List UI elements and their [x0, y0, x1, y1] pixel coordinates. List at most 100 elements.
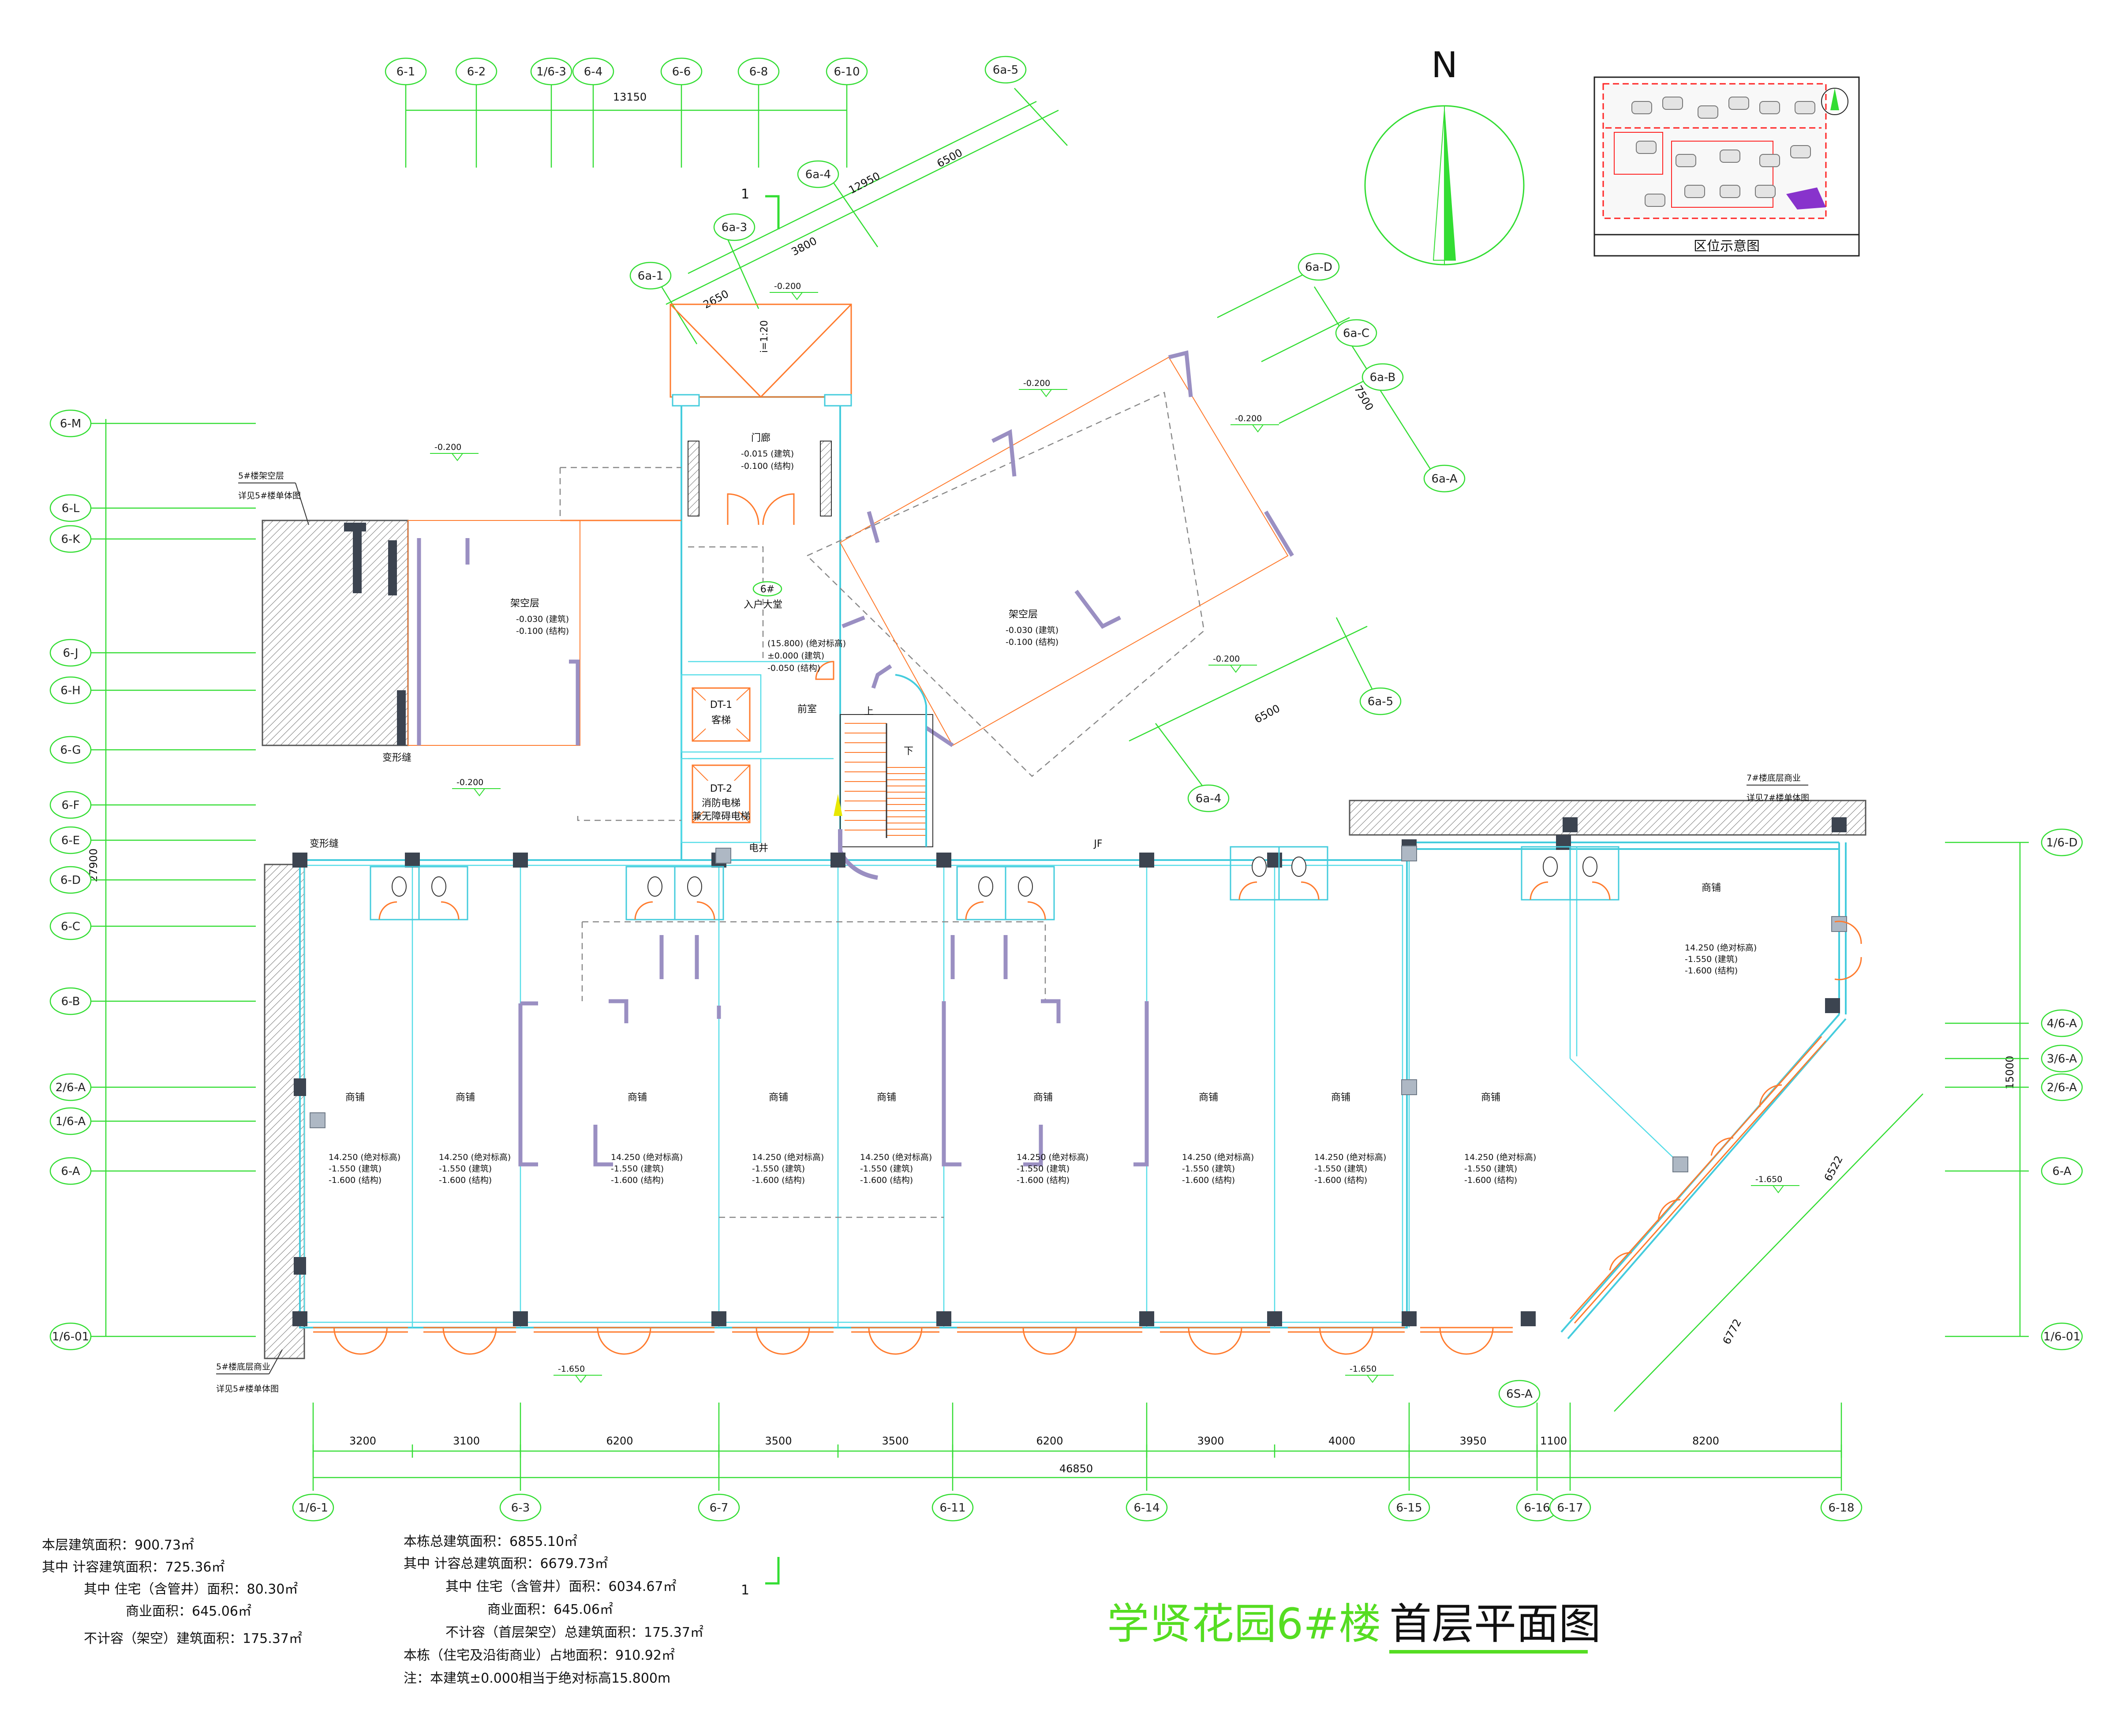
- shop-elev-4-0: 14.250 (绝对标高): [860, 1152, 932, 1162]
- gate-elev-1: -0.015 (建筑): [741, 449, 794, 459]
- axis-bubble-right-3: 2/6-A: [2041, 1073, 2083, 1101]
- axis-bubble-left-0-label: 6-M: [60, 417, 81, 430]
- bottom-dim-6: 3900: [1197, 1435, 1224, 1447]
- jf-label: JF: [1093, 838, 1102, 849]
- joint-label-mid: 变形缝: [310, 838, 339, 849]
- axis-bubble-bottom-3-label: 6-11: [939, 1501, 965, 1515]
- section-mark-top: 1: [741, 187, 749, 202]
- north-arrow: N: [1364, 45, 1525, 266]
- level-mark-4: -0.200: [774, 281, 801, 291]
- shop-label-9: 商铺: [1702, 883, 1721, 894]
- stat-left-4: 商业面积：645.06㎡: [126, 1604, 251, 1619]
- shop-label-3: 商铺: [769, 1092, 788, 1103]
- diag-dim-3800: 3800: [789, 235, 819, 258]
- stat-right-4: 商业面积：645.06㎡: [487, 1602, 613, 1617]
- axis-bubble-diag-10: 6S-A: [1498, 1380, 1541, 1408]
- dt2-name-1: 消防电梯: [702, 798, 741, 809]
- shop-label-8: 商铺: [1481, 1092, 1500, 1103]
- axis-bubble-diag-7-label: 6a-A: [1431, 472, 1457, 486]
- axis-bubble-left-11: 2/6-A: [49, 1073, 92, 1101]
- shop-elev-6-2: -1.600 (结构): [1182, 1175, 1235, 1185]
- lobby-label: 入户大堂: [744, 599, 782, 610]
- bottom-dim-8: 3950: [1459, 1435, 1486, 1447]
- bottom-dim-1: 3100: [453, 1435, 480, 1447]
- axis-bubble-bottom-3: 6-11: [931, 1493, 974, 1522]
- axis-bubble-bottom-2-label: 6-7: [710, 1501, 728, 1515]
- axis-bubble-right-1: 4/6-A: [2041, 1009, 2083, 1037]
- diag-dim-12950: 12950: [847, 170, 883, 197]
- shop-elev-4-2: -1.600 (结构): [860, 1175, 913, 1185]
- shop-elev-7-1: -1.550 (建筑): [1314, 1164, 1367, 1174]
- axis-bubble-left-13-label: 6-A: [61, 1165, 80, 1178]
- bottom-dim-5: 6200: [1036, 1435, 1063, 1447]
- level-mark-8: -1.650: [1755, 1175, 1782, 1184]
- shop-elev-0-1: -1.550 (建筑): [329, 1164, 382, 1174]
- shop-elev-0-0: 14.250 (绝对标高): [329, 1152, 400, 1162]
- shop-elev-8-0: 14.250 (绝对标高): [1464, 1152, 1536, 1162]
- axis-bubble-bottom-7-label: 6-17: [1557, 1501, 1583, 1515]
- diagonal-facade-doors: [1569, 920, 1862, 1324]
- diag-dim-2650: 2650: [701, 288, 731, 311]
- shop-label-7: 商铺: [1331, 1092, 1350, 1103]
- axis-bubble-left-9: 6-C: [49, 912, 92, 940]
- axis-bubble-left-4-label: 6-H: [60, 684, 80, 697]
- shop-elev-2-2: -1.600 (结构): [611, 1175, 664, 1185]
- gate-elev-2: -0.100 (结构): [741, 461, 794, 471]
- title-drawing: 首层平面图: [1389, 1599, 1601, 1649]
- axis-bubble-left-6-label: 6-F: [62, 799, 80, 812]
- axis-bubble-left-5: 6-G: [49, 736, 92, 764]
- front-room-label: 前室: [797, 704, 817, 715]
- axis-bubble-bottom-4-label: 6-14: [1133, 1501, 1159, 1515]
- b5-bot-note-1: 5#楼底层商业: [216, 1362, 270, 1372]
- axis-bubble-top-1: 6-2: [455, 57, 497, 86]
- axis-bubble-right-4-label: 6-A: [2052, 1165, 2071, 1178]
- stilt-left-label: 架空层: [510, 598, 539, 609]
- level-mark-2: -0.200: [1235, 414, 1262, 423]
- shop-elev-5-1: -1.550 (建筑): [1017, 1164, 1070, 1174]
- shop-elev-9-0: 14.250 (绝对标高): [1685, 943, 1757, 953]
- north-label: N: [1431, 45, 1458, 86]
- axis-bubble-left-8: 6-D: [49, 866, 92, 894]
- axis-bubble-diag-3: 6a-1: [629, 262, 672, 290]
- shop-elev-8-1: -1.550 (建筑): [1464, 1164, 1517, 1174]
- axis-bubble-left-5-label: 6-G: [60, 744, 81, 757]
- axis-bubble-right-1-label: 4/6-A: [2047, 1017, 2077, 1030]
- elec-shaft-label: 电井: [749, 843, 768, 854]
- diag-dim-6500b: 6500: [1253, 702, 1282, 726]
- diagonal-axes: 12950 6500 3800 2650 7500 6500 6a-56a-46…: [629, 56, 1923, 1412]
- shop-elev-1-2: -1.600 (结构): [439, 1175, 492, 1185]
- axis-bubble-left-6: 6-F: [49, 791, 92, 819]
- level-mark-6: -1.650: [558, 1364, 585, 1374]
- axis-bubble-right-0: 1/6-D: [2041, 828, 2083, 857]
- level-mark-0: -0.200: [434, 442, 461, 452]
- axis-bubble-top-3: 6-4: [572, 57, 614, 86]
- level-marks: -0.200-0.200-0.200-0.200-0.200-0.200-1.6…: [430, 281, 1799, 1383]
- lobby-tag: 6#: [760, 584, 774, 595]
- axis-bubble-left-14-label: 1/6-01: [52, 1330, 89, 1343]
- axis-bubble-right-4: 6-A: [2041, 1157, 2083, 1185]
- stilt-left-elev-2: -0.100 (结构): [516, 626, 569, 636]
- right-axis-group: 15000 1/6-D4/6-A3/6-A2/6-A6-A1/6-01: [1945, 828, 2083, 1351]
- axis-bubble-top-1-label: 6-2: [467, 65, 486, 79]
- stilt-right-elev-2: -0.100 (结构): [1006, 637, 1058, 647]
- stat-left-1: 本层建筑面积：900.73㎡: [42, 1538, 194, 1553]
- shop-elev-9-1: -1.550 (建筑): [1685, 954, 1738, 964]
- stilt-floor-left: [344, 520, 580, 746]
- joint-label-top: 变形缝: [382, 752, 411, 763]
- shop-elev-1-1: -1.550 (建筑): [439, 1164, 492, 1174]
- axis-bubble-left-14: 1/6-01: [49, 1322, 92, 1351]
- level-mark-5: -0.200: [1213, 654, 1240, 664]
- axis-bubble-left-10: 6-B: [49, 987, 92, 1015]
- shop-label-1: 商铺: [456, 1092, 475, 1103]
- shop-elev-0-2: -1.600 (结构): [329, 1175, 382, 1185]
- axis-bubble-diag-6-label: 6a-B: [1370, 371, 1396, 384]
- axis-bubble-left-8-label: 6-D: [60, 874, 81, 887]
- shop-elev-8-2: -1.600 (结构): [1464, 1175, 1517, 1185]
- stat-left-5: 不计容（架空）建筑面积：175.37㎡: [84, 1631, 302, 1646]
- axis-bubble-diag-8: 6a-5: [1359, 687, 1402, 715]
- axis-bubble-diag-4: 6a-D: [1298, 253, 1340, 281]
- axis-bubble-left-0: 6-M: [49, 409, 92, 438]
- dt2-name-2: 兼无障碍电梯: [692, 811, 750, 822]
- axis-bubble-diag-5: 6a-C: [1335, 319, 1377, 347]
